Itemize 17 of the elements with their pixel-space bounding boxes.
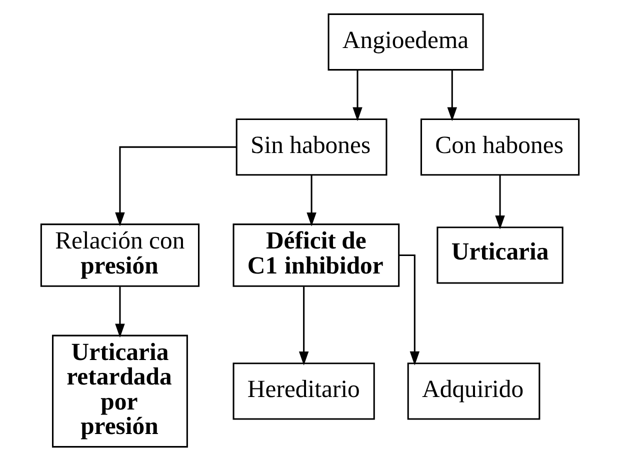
node-box: Urticaria [436,226,563,284]
node-box: Sin habones [235,118,387,176]
arrow [446,70,456,122]
node-box: Relación con presión [40,224,200,287]
node-box: Urticaria retardada por presión [52,334,188,448]
arrow [494,174,504,230]
arrow [114,286,124,338]
node-box: Hereditario [232,362,374,420]
node-box: Con habones [420,118,580,176]
node-box: Adquirido [406,362,540,420]
arrow [306,174,316,226]
node-box: Déficit de C1 inhibidor [232,224,400,287]
arrow [398,254,420,366]
arrow [298,286,308,366]
arrow [114,146,236,226]
node-box: Angioedema [327,13,484,71]
arrow [352,70,362,122]
